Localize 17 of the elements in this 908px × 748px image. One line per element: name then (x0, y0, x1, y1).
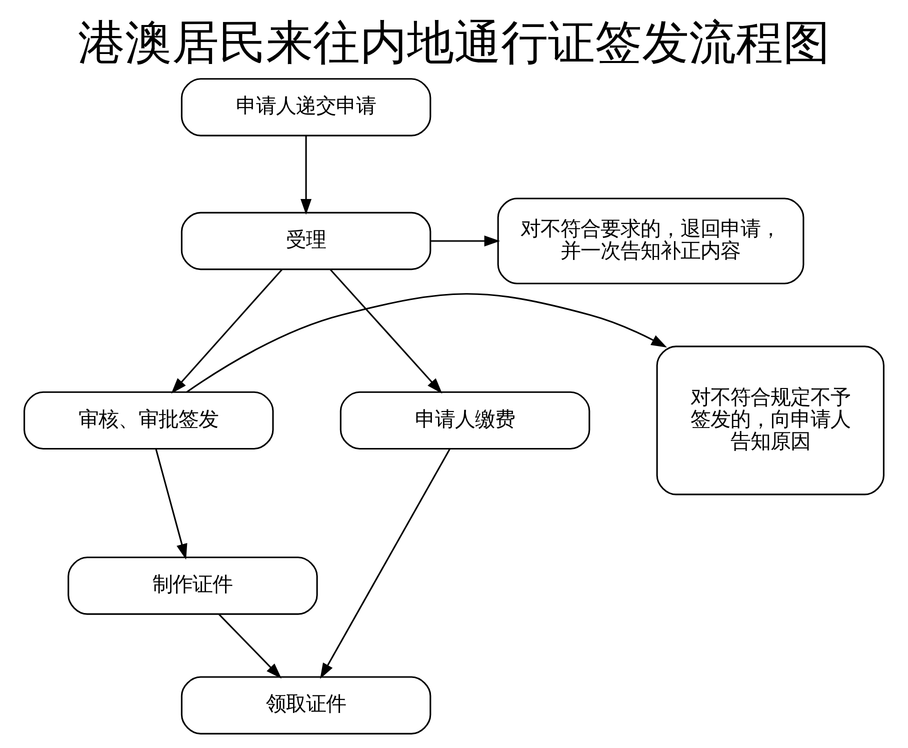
arrow (218, 614, 282, 679)
arrow (300, 136, 312, 215)
node-box: 申请人缴费 (340, 391, 590, 450)
arrow (320, 448, 450, 679)
arrow (330, 268, 442, 394)
node-box: 申请人递交申请 (180, 78, 432, 136)
arrow (171, 268, 283, 394)
arrow (186, 293, 668, 393)
arrow (430, 235, 500, 247)
diagram-title: 港澳居民来往内地通行证签发流程图 (78, 15, 830, 70)
node-box: 领取证件 (180, 676, 432, 734)
node-box: 对不符合规定不予签发的，向申请人告知原因 (656, 346, 884, 496)
arrow (155, 448, 188, 560)
node-box: 审核、审批签发 (24, 391, 274, 450)
node-box: 制作证件 (68, 556, 318, 615)
node-box: 受理 (180, 212, 432, 270)
node-box: 对不符合要求的，退回申请，并一次告知补正内容 (497, 198, 804, 284)
